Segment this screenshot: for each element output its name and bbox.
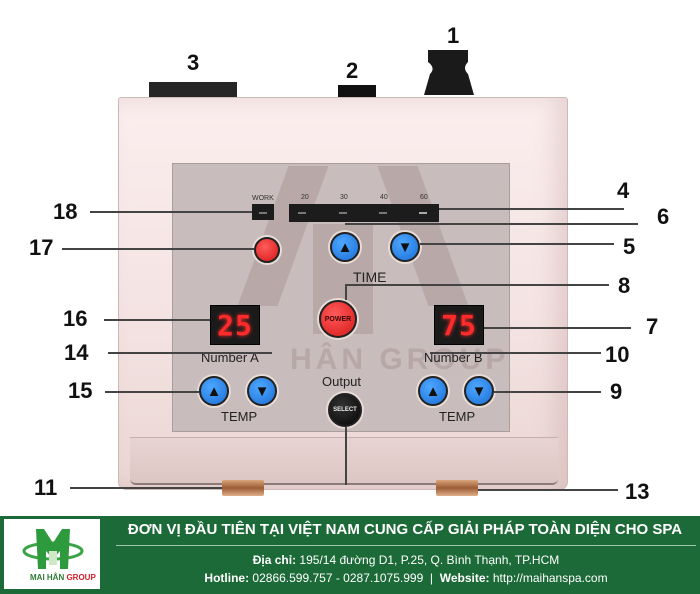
output-label: Output xyxy=(322,374,362,389)
power-label: POWER xyxy=(324,315,352,323)
work-label: WORK xyxy=(252,195,274,202)
callout-18: 18 xyxy=(53,199,78,224)
logo xyxy=(4,519,100,589)
time-label: TIME xyxy=(353,269,387,285)
callout-line-6 xyxy=(345,223,638,225)
temp-a-down-button[interactable]: ▼ xyxy=(247,376,277,406)
temp-a-up-button[interactable]: ▲ xyxy=(199,376,229,406)
callout-10: 10 xyxy=(605,342,630,367)
time-level-label: 40 xyxy=(380,194,388,201)
callout-line-14 xyxy=(108,352,272,354)
callout-4: 4 xyxy=(617,178,630,203)
temp-a-label: TEMP xyxy=(221,409,258,424)
callout-line-power xyxy=(345,284,347,300)
display-number-b: 75 xyxy=(434,305,484,345)
callout-line-output xyxy=(345,427,347,485)
temp-b-label: TEMP xyxy=(439,409,476,424)
callout-line-16 xyxy=(104,319,210,321)
start-stop-button[interactable] xyxy=(254,237,280,263)
callout-2: 2 xyxy=(346,58,359,83)
callout-6: 6 xyxy=(657,204,670,229)
callout-line-18 xyxy=(90,211,252,213)
arrow-up-icon: ▲ xyxy=(425,382,441,400)
callout-16: 16 xyxy=(63,306,88,331)
watermark-text: HÂN GROUP xyxy=(290,343,510,376)
hotline-value: 02866.599.757 - 0287.1075.999 xyxy=(252,571,424,585)
callout-5: 5 xyxy=(623,234,636,259)
callout-line-13 xyxy=(478,489,618,491)
callout-line-8 xyxy=(345,284,609,286)
callout-line-17 xyxy=(62,248,254,250)
time-down-button[interactable]: ▼ xyxy=(390,232,420,262)
callout-line-4 xyxy=(439,208,624,210)
callout-3: 3 xyxy=(187,50,200,75)
arrow-up-icon: ▲ xyxy=(206,382,222,400)
callout-1: 1 xyxy=(447,23,460,48)
arrow-down-icon: ▼ xyxy=(254,382,270,400)
select-button[interactable]: SELECT xyxy=(328,393,362,427)
logo-text: MAI HÂN GROUP xyxy=(30,573,96,582)
connector-2 xyxy=(338,85,376,99)
display-number-a: 25 xyxy=(210,305,260,345)
footer-banner xyxy=(0,516,700,594)
callout-9: 9 xyxy=(610,379,623,404)
power-button[interactable]: POWER xyxy=(319,300,357,338)
website-link[interactable]: http://maihanspa.com xyxy=(492,571,608,585)
time-level-label: 20 xyxy=(301,194,309,201)
work-indicator xyxy=(252,204,274,220)
footer-address: Địa chỉ: 195/14 đường D1, P.25, Q. Bình … xyxy=(252,553,560,567)
callout-13: 13 xyxy=(625,479,650,504)
time-level-label: 60 xyxy=(420,194,428,201)
arrow-down-icon: ▼ xyxy=(397,238,413,256)
callout-15: 15 xyxy=(68,378,93,403)
callout-line-15 xyxy=(105,391,199,393)
time-level-label: 30 xyxy=(340,194,348,201)
outlet-fitting-a xyxy=(222,480,264,496)
callout-line-7 xyxy=(484,327,631,329)
arrow-up-icon: ▲ xyxy=(337,238,353,256)
callout-7: 7 xyxy=(646,314,659,339)
callout-line-11 xyxy=(70,487,222,489)
callout-line-5 xyxy=(420,243,614,245)
footer-headline: ĐƠN VỊ ĐẦU TIÊN TẠI VIỆT NAM CUNG CẤP GI… xyxy=(127,521,683,538)
footer-contact: Hotline: 02866.599.757 - 0287.1075.999 |… xyxy=(204,571,608,585)
callout-17: 17 xyxy=(29,235,54,260)
callout-14: 14 xyxy=(64,340,89,365)
temp-b-up-button[interactable]: ▲ xyxy=(418,376,448,406)
time-up-button[interactable]: ▲ xyxy=(330,232,360,262)
connector-1 xyxy=(424,50,474,95)
arrow-down-icon: ▼ xyxy=(471,382,487,400)
callout-8: 8 xyxy=(618,273,631,298)
outlet-fitting-b xyxy=(436,480,478,496)
footer-divider xyxy=(116,545,696,546)
callout-11: 11 xyxy=(34,475,58,500)
callout-line-10 xyxy=(430,352,601,354)
time-level-indicators xyxy=(289,204,439,222)
connector-3 xyxy=(149,82,237,100)
select-label: SELECT xyxy=(333,407,357,413)
device-bottom-face xyxy=(130,437,558,485)
mai-han-logo-icon xyxy=(22,529,84,569)
callout-line-9 xyxy=(494,391,601,393)
temp-b-down-button[interactable]: ▼ xyxy=(464,376,494,406)
